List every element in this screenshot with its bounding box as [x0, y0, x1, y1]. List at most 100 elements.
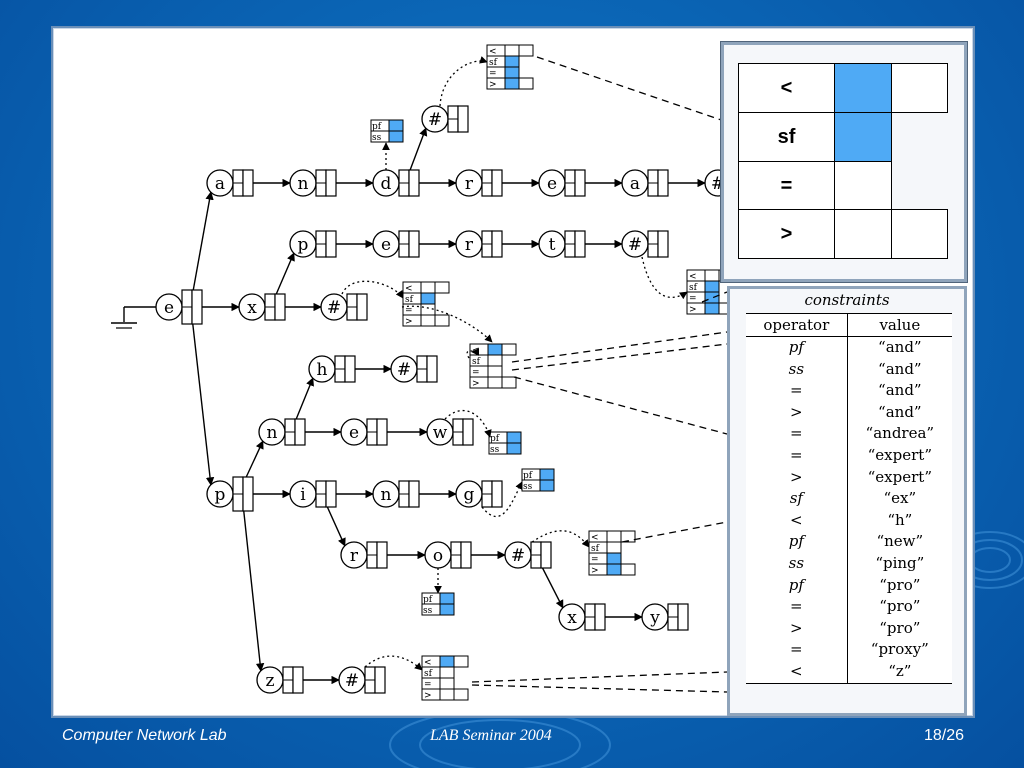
box-ptr-cell — [439, 592, 455, 605]
node-label: n — [267, 423, 278, 443]
constraint-operator: ss — [746, 552, 848, 575]
zoom-row-label: < — [738, 63, 835, 113]
dotted-link — [481, 481, 523, 518]
trie-node: # — [338, 666, 386, 694]
box-extra-cell — [620, 563, 636, 576]
constraint-value: “and” — [878, 338, 922, 356]
trie-node: x — [238, 293, 286, 321]
dashed-reference — [701, 291, 728, 303]
trie-node: r — [340, 541, 388, 569]
box-extra-cell — [501, 376, 517, 389]
box-label: = — [405, 306, 413, 316]
node-label: d — [381, 174, 392, 194]
node-pointer-box — [408, 169, 420, 197]
zoom-pointer-cell — [834, 112, 892, 162]
zoom-row-label: = — [738, 161, 835, 211]
trie-node: o — [424, 541, 472, 569]
box-label: = — [689, 294, 697, 304]
box-ptr-cell — [487, 343, 503, 356]
trie-node: w — [426, 418, 474, 446]
box-ptr-cell — [539, 468, 555, 481]
constraint-value: “expert” — [867, 445, 932, 464]
box-ptr-cell — [704, 302, 720, 315]
constraints-table: operator value pf“and”ss“and”=“and”>“and… — [746, 313, 952, 684]
zoom-pointer-cell — [834, 161, 892, 211]
constraint-value: “and” — [878, 381, 922, 400]
box-ptr-cell — [606, 541, 622, 554]
node-pointer-box — [325, 230, 337, 258]
box-ptr-cell — [487, 354, 503, 367]
dotted-link — [641, 256, 688, 300]
constraint-operator: pf — [746, 574, 848, 597]
box-ptr-cell — [506, 431, 522, 444]
box-ptr-cell — [704, 269, 720, 282]
trie-node: # — [320, 293, 368, 321]
box-ptr-cell — [504, 44, 520, 57]
node-label: x — [567, 608, 577, 628]
node-label: p — [215, 485, 226, 505]
constraint-row: <“z” — [746, 660, 952, 684]
node-label: n — [381, 485, 392, 505]
constraint-box-h: <sf=> — [469, 343, 517, 389]
node-label: e — [164, 298, 174, 318]
node-label: w — [433, 423, 448, 443]
trie-node: g — [455, 480, 503, 508]
box-extra-cell — [434, 281, 450, 294]
footer-page-number: 18/26 — [923, 727, 964, 744]
node-label: y — [649, 608, 660, 628]
node-pointer-box — [292, 666, 304, 694]
trie-node: r — [455, 230, 503, 258]
box-ptr-cell — [388, 130, 404, 143]
constraint-value: “h” — [887, 510, 913, 529]
constraints-caption: constraints — [804, 291, 890, 309]
constraint-row: =“proxy” — [746, 639, 952, 661]
constraint-row: <“h” — [746, 509, 952, 532]
node-pointer-box — [325, 169, 337, 197]
constraint-row: >“pro” — [746, 617, 952, 640]
box-label: sf — [489, 58, 498, 68]
node-label: a — [215, 174, 225, 194]
box-ptr-cell — [420, 281, 436, 294]
constraint-operator: > — [746, 401, 848, 424]
node-pointer-box — [457, 105, 469, 133]
trie-node: p — [206, 476, 254, 512]
node-label: i — [300, 485, 306, 505]
trie-node: # — [504, 541, 552, 569]
constraint-operator: ss — [746, 358, 848, 381]
trie-edge — [191, 316, 215, 486]
operator-header: operator — [746, 313, 848, 337]
box-label: sf — [405, 295, 414, 305]
constraint-value: “ping” — [875, 553, 925, 572]
box-label: sf — [472, 357, 481, 367]
trie-node: y — [641, 603, 689, 631]
box-ptr-cell — [487, 376, 503, 389]
constraint-row: pf“pro” — [746, 574, 952, 597]
constraint-box-z: <sf=> — [421, 655, 469, 701]
box-label: ss — [523, 482, 533, 492]
node-label: z — [266, 671, 275, 691]
dotted-link — [364, 655, 423, 671]
node-label: o — [433, 546, 443, 566]
constraint-row: ss “ping” — [746, 552, 952, 575]
constraint-operator: pf — [746, 336, 848, 359]
node-pointer-box — [657, 230, 669, 258]
box-label: > — [489, 80, 497, 90]
box-ptr-cell — [704, 291, 720, 304]
box-label: ss — [372, 133, 382, 143]
box-extra-cell — [453, 655, 469, 668]
constraint-value: “andrea” — [865, 424, 935, 443]
node-pointer-box — [574, 230, 586, 258]
constraint-value: “proxy” — [870, 640, 929, 659]
dashed-reference — [511, 343, 728, 371]
zoom-extra-cell — [891, 209, 948, 259]
box-ptr-cell — [439, 655, 455, 668]
node-pointer-box — [356, 293, 368, 321]
trie-edge — [325, 503, 346, 547]
constraint-row: >“expert” — [746, 466, 952, 489]
zoom-extra-cell — [891, 63, 948, 113]
box-label: > — [472, 379, 480, 389]
trie-node: p — [289, 230, 337, 258]
trie-node: a — [621, 169, 669, 197]
